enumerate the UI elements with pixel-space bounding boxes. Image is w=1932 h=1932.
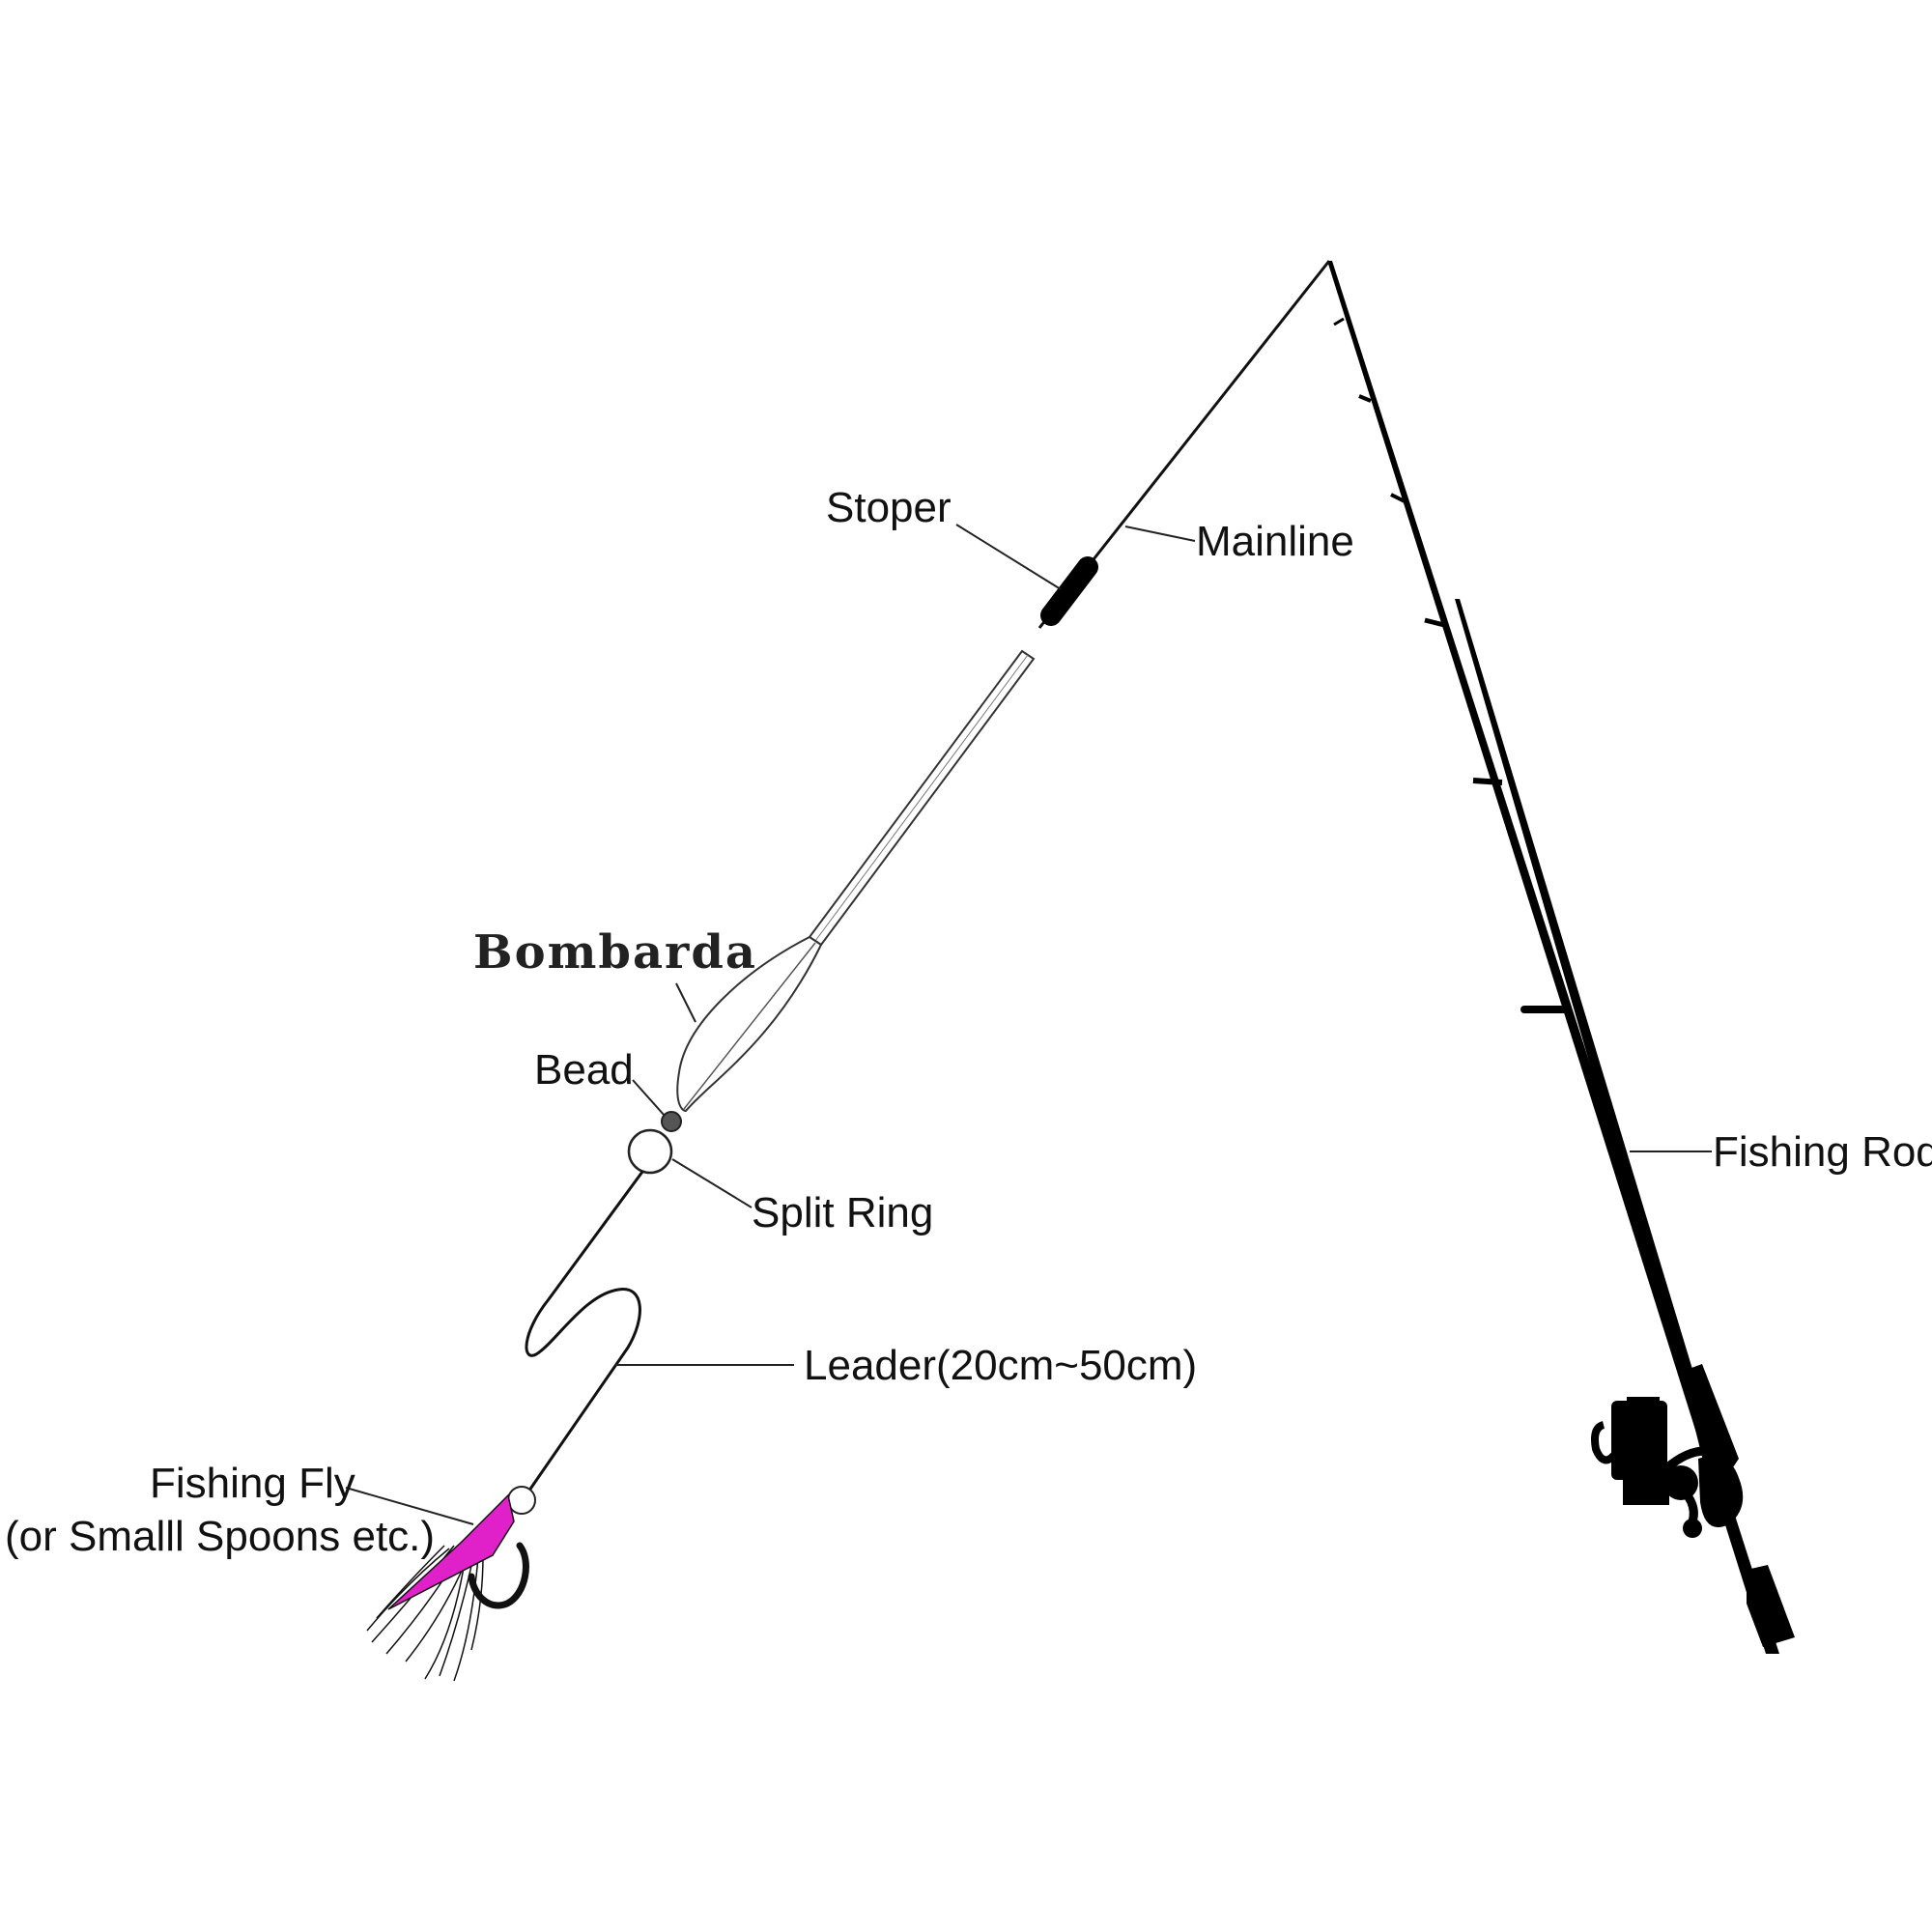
bombarda-callout-line [675,982,696,1023]
fly-eye-ring [507,1486,536,1515]
split-ring-icon [627,1128,673,1175]
split-ring-label: Split Ring [752,1189,933,1236]
bombarda-label: Bombarda [473,925,757,980]
leader-line [523,1171,644,1498]
spinning-reel-icon [1591,1397,1732,1538]
stopper-icon [1040,556,1098,626]
fishing-rod-label: Fishing Rod [1713,1128,1932,1176]
fishing-rod-icon [1327,261,1795,1654]
bead-callout-line [632,1079,666,1117]
hook-icon [468,1542,529,1609]
leader-label: Leader(20cm~50cm) [804,1342,1197,1389]
stoper-label: Stoper [826,484,952,531]
bead-label: Bead [534,1046,634,1094]
mainline-label: Mainline [1196,518,1354,565]
bombarda-float-icon [676,649,1036,1113]
stoper-callout-line [955,524,1062,590]
fishing-fly-label: Fishing Fly [150,1460,355,1507]
split-ring-callout-line [671,1158,753,1208]
fishing-fly-callout-line [345,1487,474,1525]
bead-icon [661,1111,682,1132]
mainline-callout-line [1124,526,1196,542]
fishing-fly-icon [366,1493,515,1682]
fishing-fly-sublabel: (or Smalll Spoons etc.) [5,1513,435,1560]
